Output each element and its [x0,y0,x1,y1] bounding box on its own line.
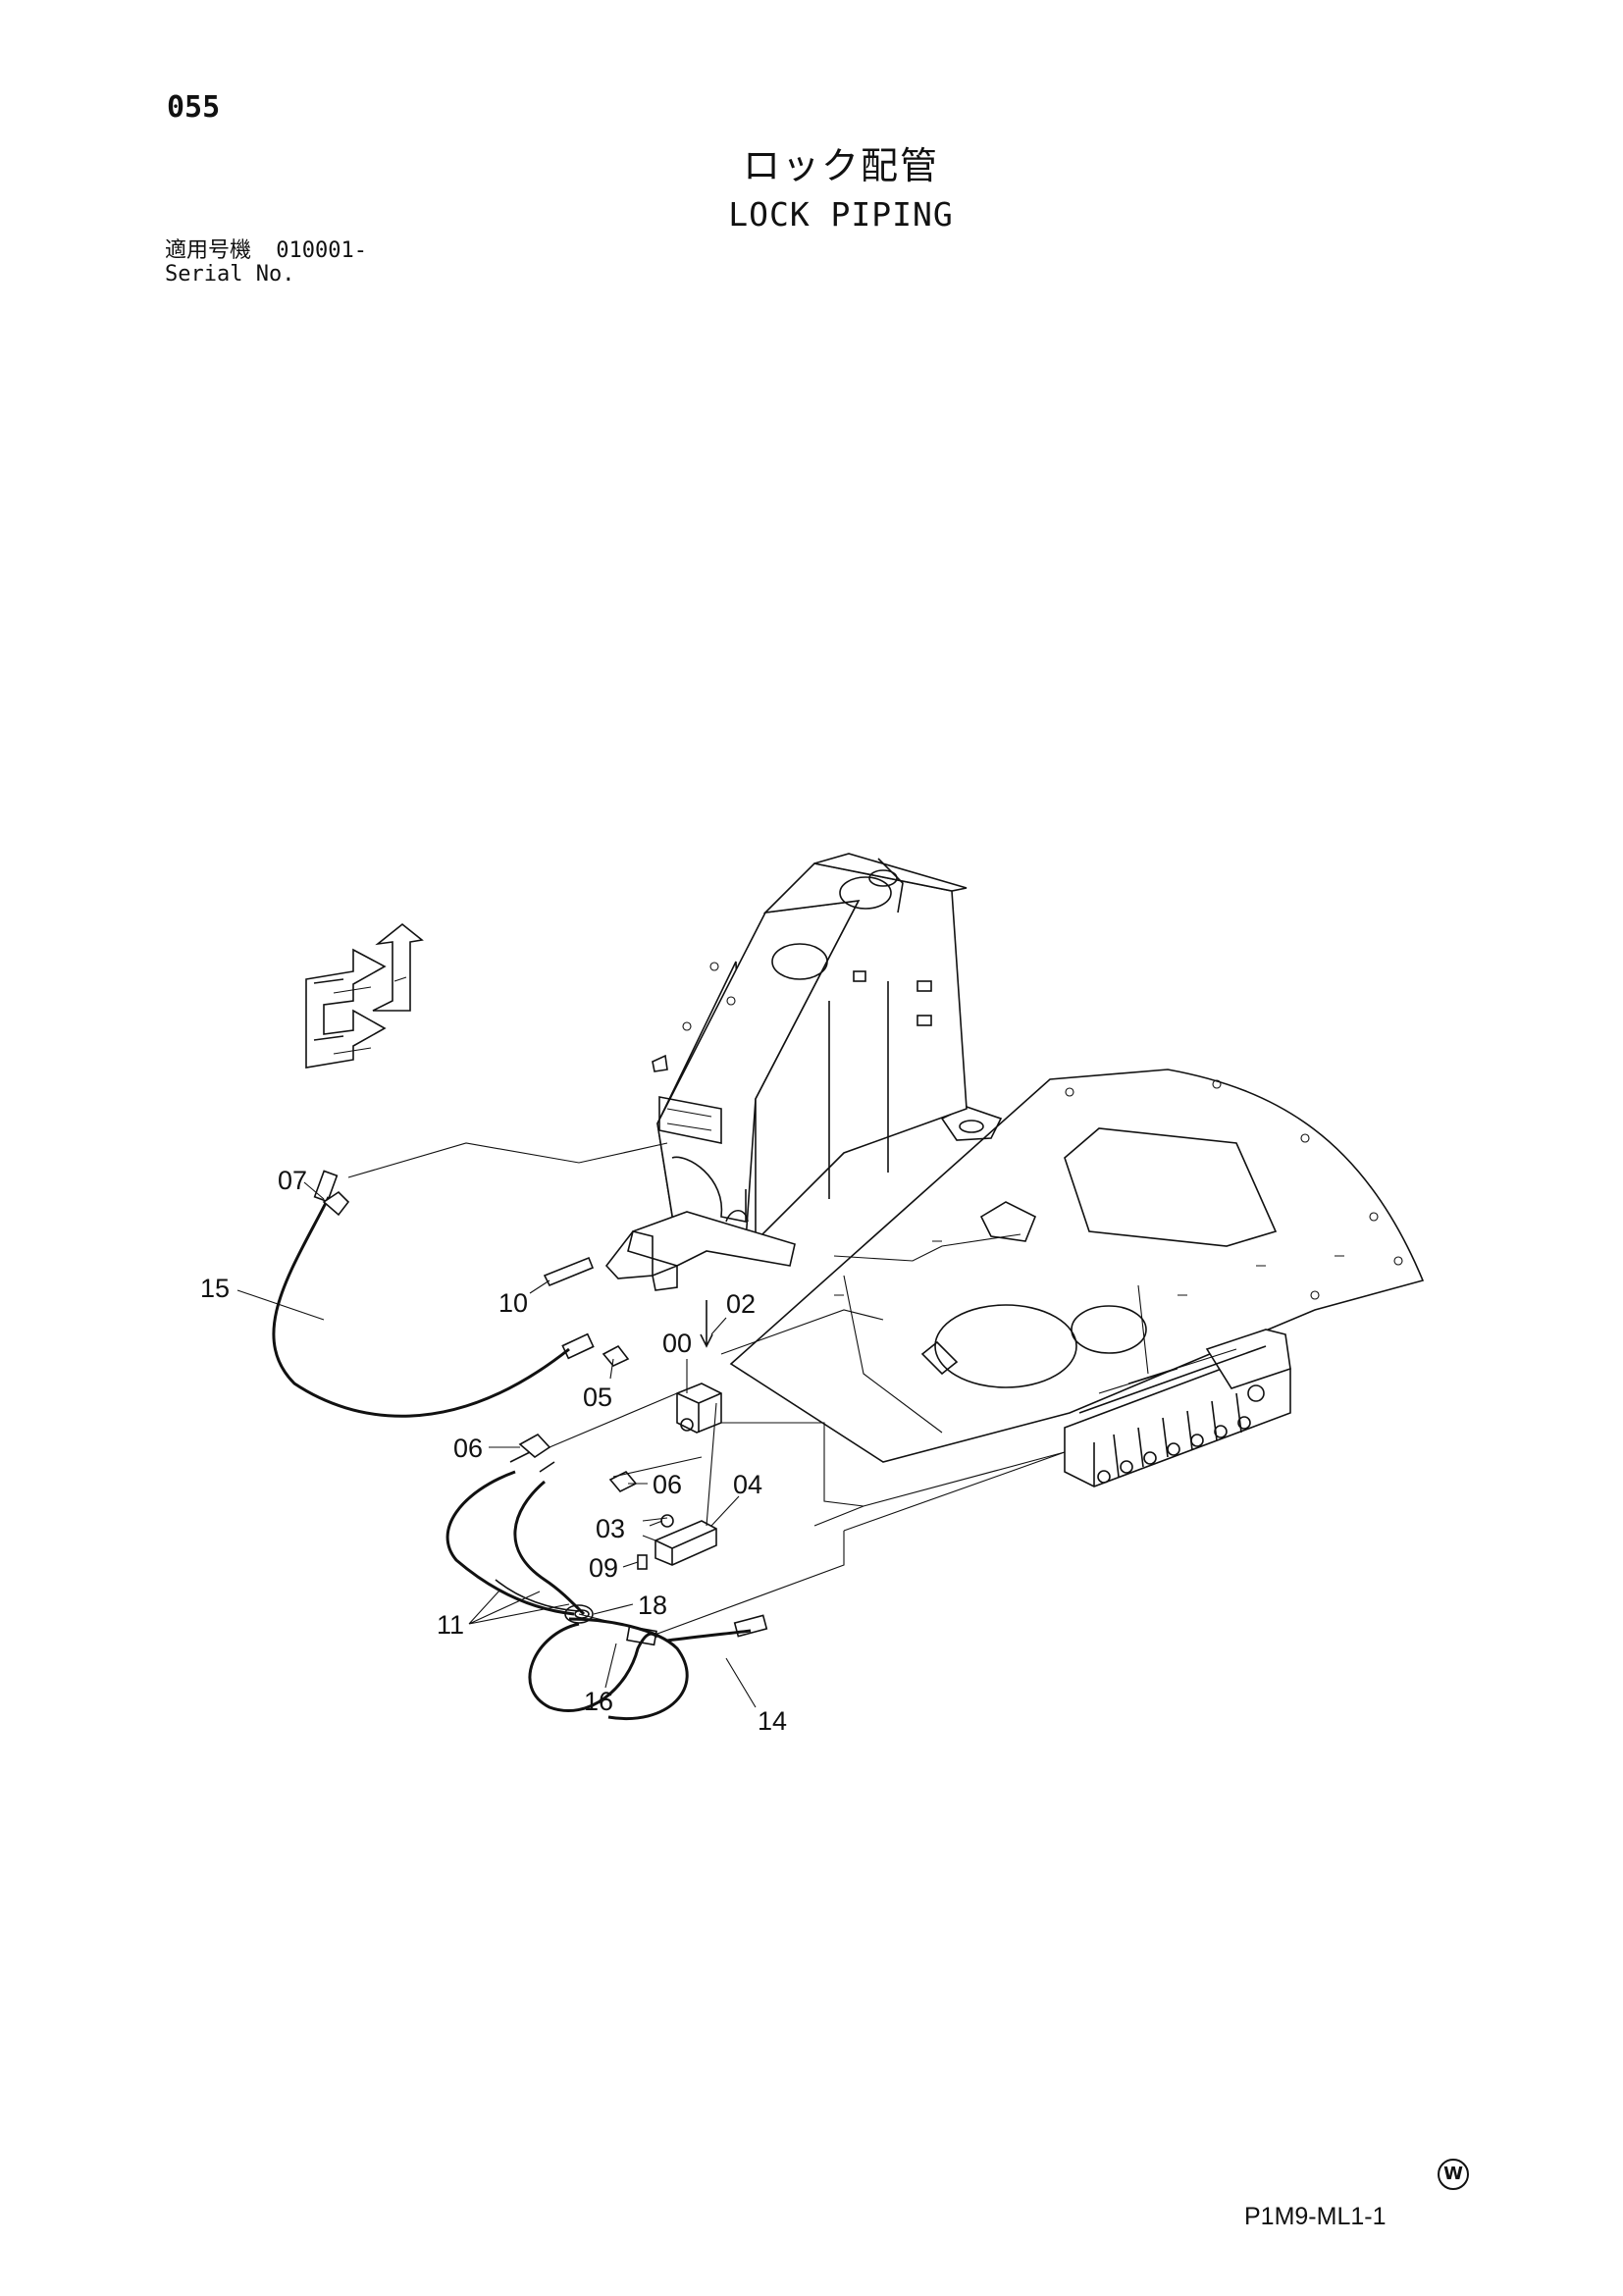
pin-10 [543,1256,595,1287]
callout-04: 04 [733,1470,762,1499]
serial-value: 010001- [276,238,367,263]
floor-plate [729,1069,1425,1463]
callout-05: 05 [583,1383,612,1412]
title-english: LOCK PIPING [728,195,954,234]
front-direction-arrow-icon [305,922,424,1069]
fitting-06-upper [518,1433,551,1459]
callout-leaders [236,1181,757,1708]
fitting-03 [660,1514,674,1528]
control-valve [1064,1329,1291,1487]
callout-06-upper: 06 [453,1434,483,1463]
valve-bracket [654,1520,717,1566]
callout-15: 15 [200,1274,230,1303]
tank-bracket [604,1211,796,1291]
serial-label-english: Serial No. [165,262,295,287]
hose-14 [568,1614,768,1720]
serial-block: 適用号機 010001- Serial No. [165,239,379,287]
callout-18: 18 [638,1591,667,1620]
title-block: ロック配管 LOCK PIPING [0,135,1623,234]
callout-00: 00 [662,1329,692,1358]
serial-label-japanese: 適用号機 [165,238,252,263]
bolt-02 [700,1300,713,1348]
title-japanese: ロック配管 [742,144,939,187]
hydraulic-tank [652,853,968,1247]
hose-15 [272,1170,595,1418]
hoses-11 [445,1451,586,1616]
footer-mark-icon: W [1438,2159,1469,2190]
valve-bolts [642,1517,668,1541]
callout-11: 11 [437,1610,464,1640]
fitting-07 [322,1190,350,1217]
callout-10: 10 [498,1288,528,1318]
spacer-09 [637,1554,648,1570]
callout-14: 14 [758,1706,787,1736]
callout-07: 07 [278,1166,307,1195]
page-number: 055 [167,90,221,125]
fitting-05 [602,1344,630,1367]
callout-09: 09 [589,1553,618,1583]
callout-06-lower: 06 [653,1470,682,1499]
callout-16: 16 [584,1687,613,1716]
drawing-code: P1M9-ML1-1 [1244,2203,1387,2230]
callout-03: 03 [596,1514,625,1543]
callout-02: 02 [726,1289,756,1319]
